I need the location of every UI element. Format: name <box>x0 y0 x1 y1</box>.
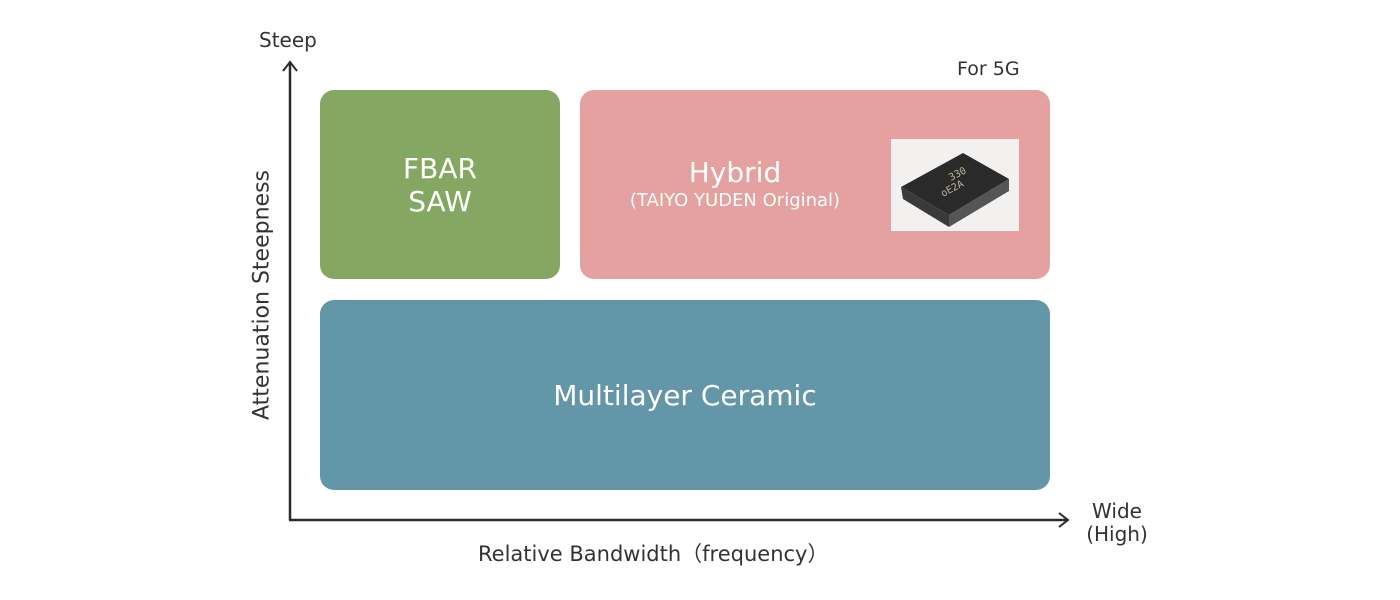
chip-photo: 330 oE2A <box>891 139 1019 231</box>
multilayer-ceramic-label: Multilayer Ceramic <box>553 378 817 412</box>
saw-label: SAW <box>408 184 472 218</box>
fbar-saw-box: FBAR SAW <box>320 90 560 279</box>
x-axis-arrowhead <box>1058 512 1070 528</box>
y-axis-top-label: Steep <box>259 28 317 52</box>
y-axis-label: Attenuation Steepness <box>249 170 275 420</box>
x-axis-end-label-line2: (High) <box>1086 522 1148 546</box>
for-5g-annotation: For 5G <box>957 58 1020 80</box>
fbar-label: FBAR <box>403 151 477 185</box>
hybrid-sublabel: (TAIYO YUDEN Original) <box>629 190 841 211</box>
multilayer-ceramic-box: Multilayer Ceramic <box>320 300 1050 490</box>
y-axis-arrowhead <box>282 60 298 72</box>
hybrid-label: Hybrid <box>688 156 782 189</box>
chip-icon: 330 oE2A <box>901 153 1009 227</box>
x-axis-end-label-line1: Wide <box>1092 499 1142 523</box>
x-axis-end-label: Wide (High) <box>1082 500 1152 546</box>
x-axis-label: Relative Bandwidth（frequency） <box>478 542 829 566</box>
hybrid-box: Hybrid (TAIYO YUDEN Original) 330 oE2A <box>580 90 1050 279</box>
